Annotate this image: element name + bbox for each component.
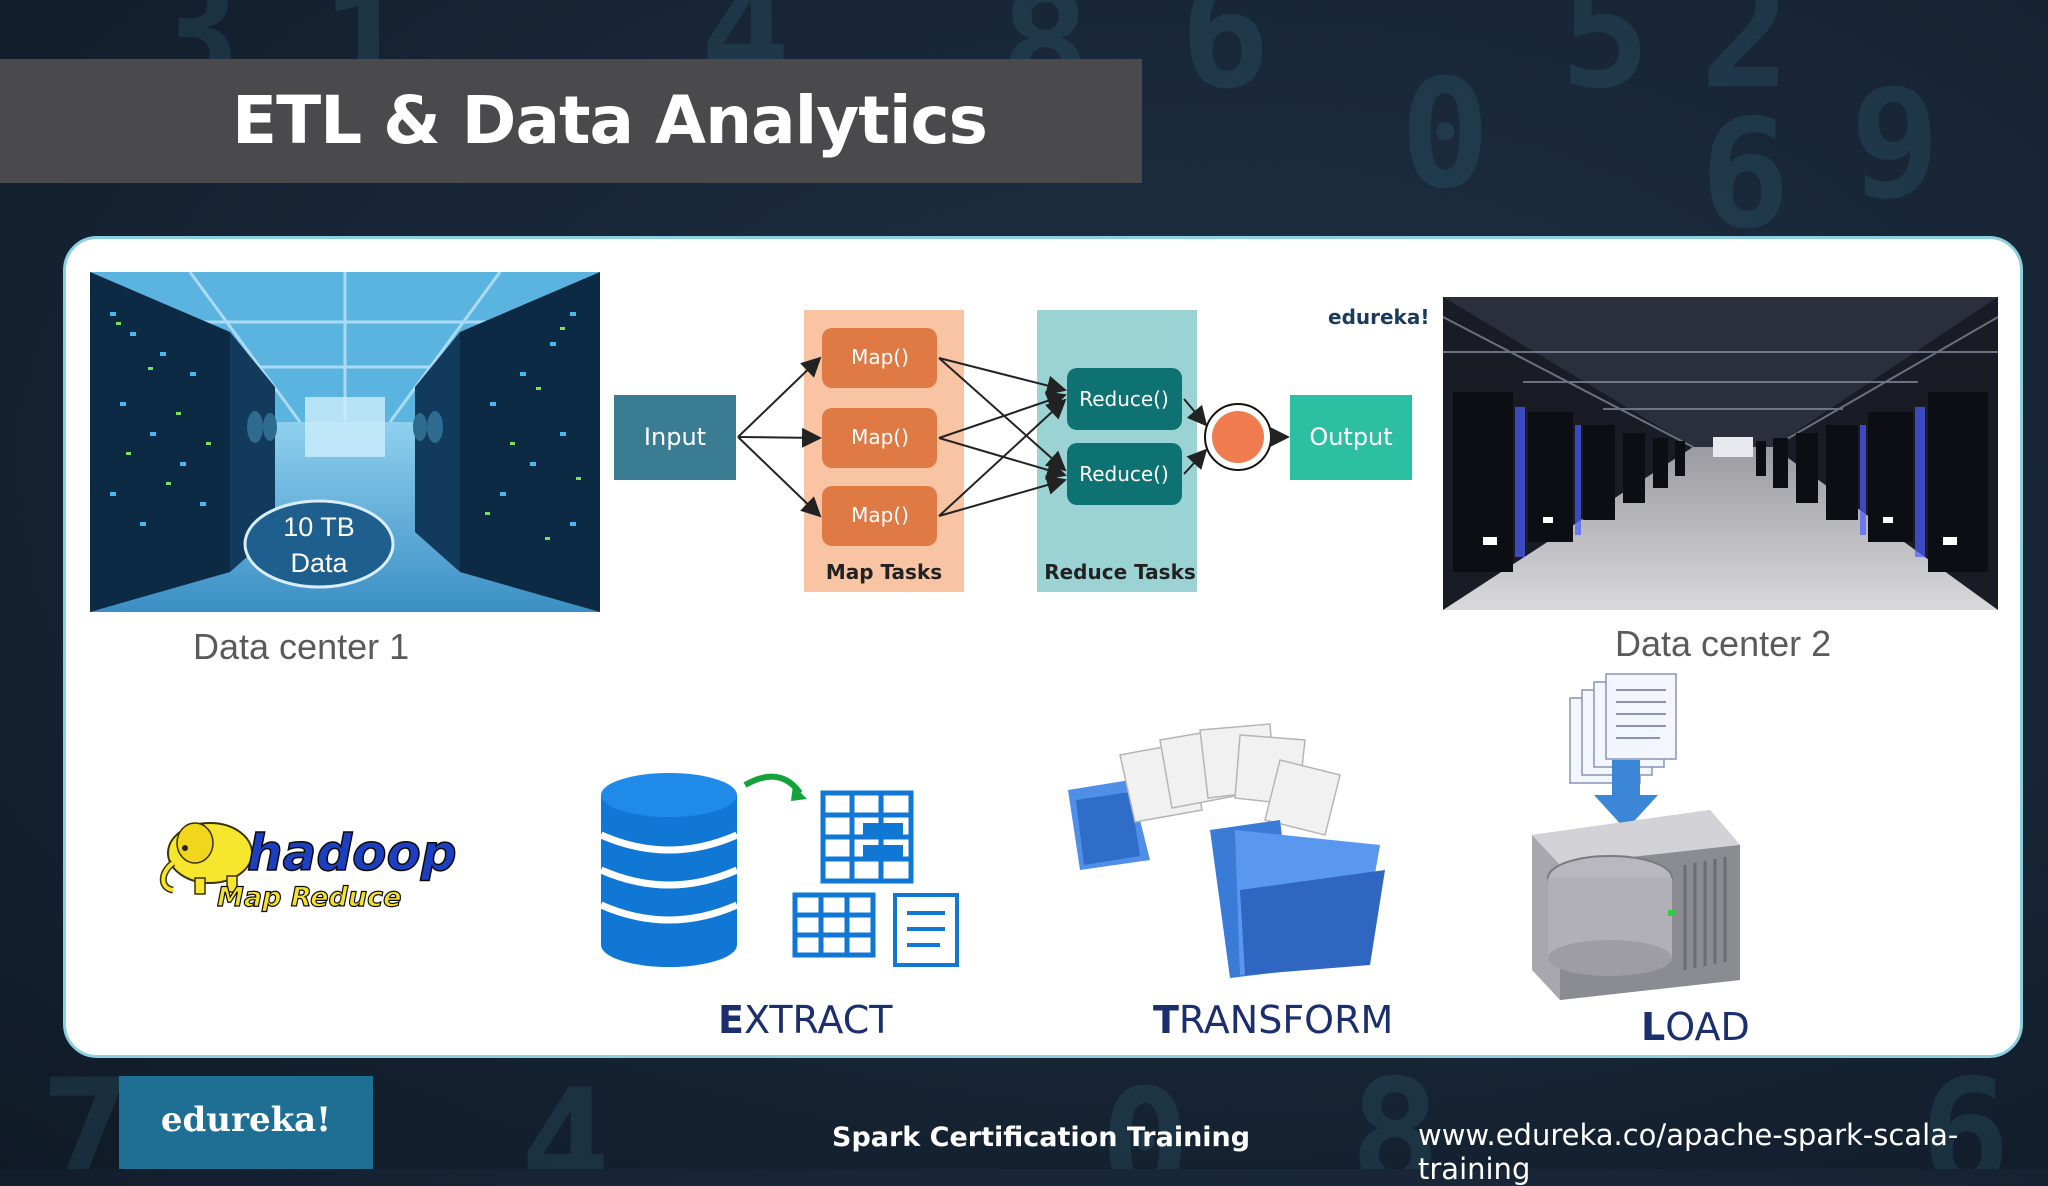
transform-label: TRANSFORM (1153, 998, 1393, 1042)
data-center-1-label: Data center 1 (193, 626, 410, 667)
load-arrow-icon (1594, 760, 1658, 830)
map-task-1-label: Map() (851, 345, 909, 369)
course-name: Spark Certification Training (832, 1122, 1251, 1153)
load-illustration (1520, 670, 1750, 1000)
output-label: Output (1309, 423, 1392, 451)
map-task-3-label: Map() (851, 503, 909, 527)
transform-initial: T (1153, 998, 1179, 1042)
input-label: Input (644, 423, 706, 451)
reduce-task-2 (1067, 443, 1182, 505)
scroll-icon (893, 893, 959, 967)
edureka-logo-text: edureka! (160, 1100, 332, 1140)
map-task-3 (822, 486, 937, 546)
dc1-badge-line1: 10 TB (283, 512, 355, 542)
map-task-1 (822, 328, 937, 388)
hadoop-sub: Map Reduce (217, 882, 401, 913)
load-rest: OAD (1665, 1005, 1750, 1049)
reduce-tasks-label: Reduce Tasks (1044, 560, 1196, 584)
output-box (1290, 395, 1412, 480)
hadoop-elephant-icon (159, 822, 253, 895)
title-bar: ETL & Data Analytics (0, 59, 1142, 183)
hadoop-mapreduce-logo: hadoop Map Reduce (155, 808, 485, 918)
extract-arrow-icon (743, 773, 803, 795)
folder-right-icon (1210, 820, 1385, 978)
map-task-2-label: Map() (851, 425, 909, 449)
flying-papers-icon (1119, 723, 1341, 836)
transform-illustration (1040, 720, 1420, 990)
merge-node-icon (1212, 411, 1264, 463)
folder-left-icon (1068, 780, 1150, 870)
flow-arrows (737, 356, 1290, 518)
dc1-badge-line2: Data (290, 548, 348, 578)
extract-illustration (595, 765, 975, 985)
load-label: LOAD (1641, 1005, 1750, 1049)
extract-rest: XTRACT (743, 998, 893, 1042)
reduce-task-2-label: Reduce() (1079, 462, 1169, 486)
transform-rest: RANSFORM (1178, 998, 1394, 1042)
reduce-task-1-label: Reduce() (1079, 387, 1169, 411)
mapreduce-diagram: Input Map() Map() Map() Map Tasks Reduce… (612, 300, 1412, 600)
extract-initial: E (718, 998, 744, 1042)
extract-label: EXTRACT (718, 998, 892, 1042)
slide-title: ETL & Data Analytics (232, 82, 988, 159)
server-icon (1532, 810, 1740, 1000)
input-box (614, 395, 736, 480)
map-task-2 (822, 408, 937, 468)
edureka-watermark: edureka! (1328, 305, 1430, 329)
course-url-link[interactable]: www.edureka.co/apache-spark-scala-traini… (1418, 1118, 1959, 1186)
table-icon (792, 790, 914, 958)
data-center-1-image: 10 TB Data (90, 272, 600, 612)
data-center-2-label: Data center 2 (1615, 623, 1832, 664)
hadoop-word: hadoop (247, 824, 457, 882)
reduce-task-1 (1067, 368, 1182, 430)
map-tasks-label: Map Tasks (826, 560, 942, 584)
database-icon (599, 773, 739, 967)
load-initial: L (1641, 1005, 1666, 1049)
edureka-logo-badge[interactable]: edureka! (119, 1076, 373, 1169)
data-center-2-image (1443, 297, 1998, 610)
